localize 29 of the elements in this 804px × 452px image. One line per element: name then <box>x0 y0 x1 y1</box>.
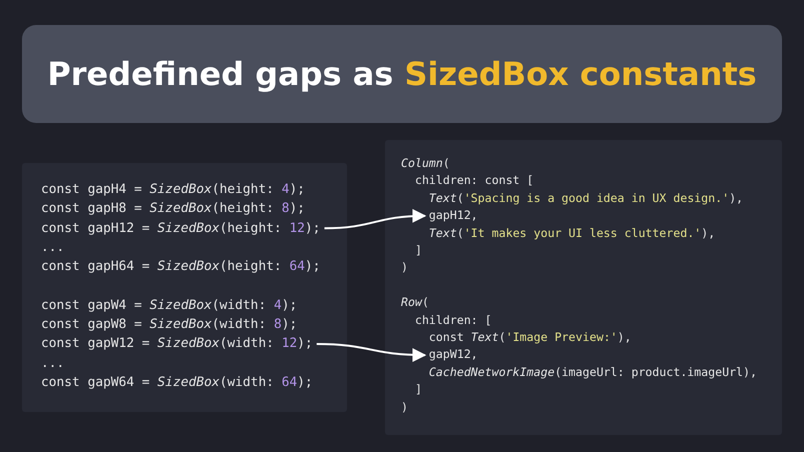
code-line: Row( <box>401 294 429 312</box>
code-line: ... <box>41 354 64 373</box>
code-line: ) <box>401 259 408 277</box>
code-panel <box>22 163 347 412</box>
arrow <box>316 343 426 362</box>
code-line: const gapH8 = SizedBox(height: 8); <box>41 199 305 219</box>
code-line: const gapW12 = SizedBox(width: 12); <box>41 334 313 354</box>
code-line: const gapW8 = SizedBox(width: 8); <box>41 315 298 334</box>
code-line: const gapW4 = SizedBox(width: 4); <box>41 296 298 316</box>
code-line: children: [ <box>401 312 492 329</box>
code-panel <box>385 140 782 435</box>
title-banner: Predefined gaps as SizedBox constants <box>22 25 782 123</box>
code-line: ] <box>401 381 422 399</box>
code-line: const gapH12 = SizedBox(height: 12); <box>41 218 320 238</box>
code-line: Text('Spacing is a good idea in UX design.'), <box>401 190 744 208</box>
code-line: ... <box>41 238 64 258</box>
code-line: gapH12, <box>401 207 478 225</box>
code-line: ] <box>401 242 422 260</box>
code-line: gapW12, <box>401 346 478 364</box>
code-line: Text('It makes your UI less cluttered.'), <box>401 224 716 242</box>
code-line: const gapH64 = SizedBox(height: 64); <box>41 257 320 276</box>
arrow <box>324 209 426 230</box>
code-line: Column( <box>401 155 450 172</box>
code-line: const gapH4 = SizedBox(height: 4); <box>41 180 305 200</box>
code-line: const gapW64 = SizedBox(width: 64); <box>41 373 313 392</box>
code-line: const Text('Image Preview:'), <box>401 329 632 346</box>
code-line: children: const [ <box>401 172 534 190</box>
code-line: ) <box>401 398 408 416</box>
code-line: CachedNetworkImage(imageUrl: product.imageUrl), <box>401 364 757 382</box>
